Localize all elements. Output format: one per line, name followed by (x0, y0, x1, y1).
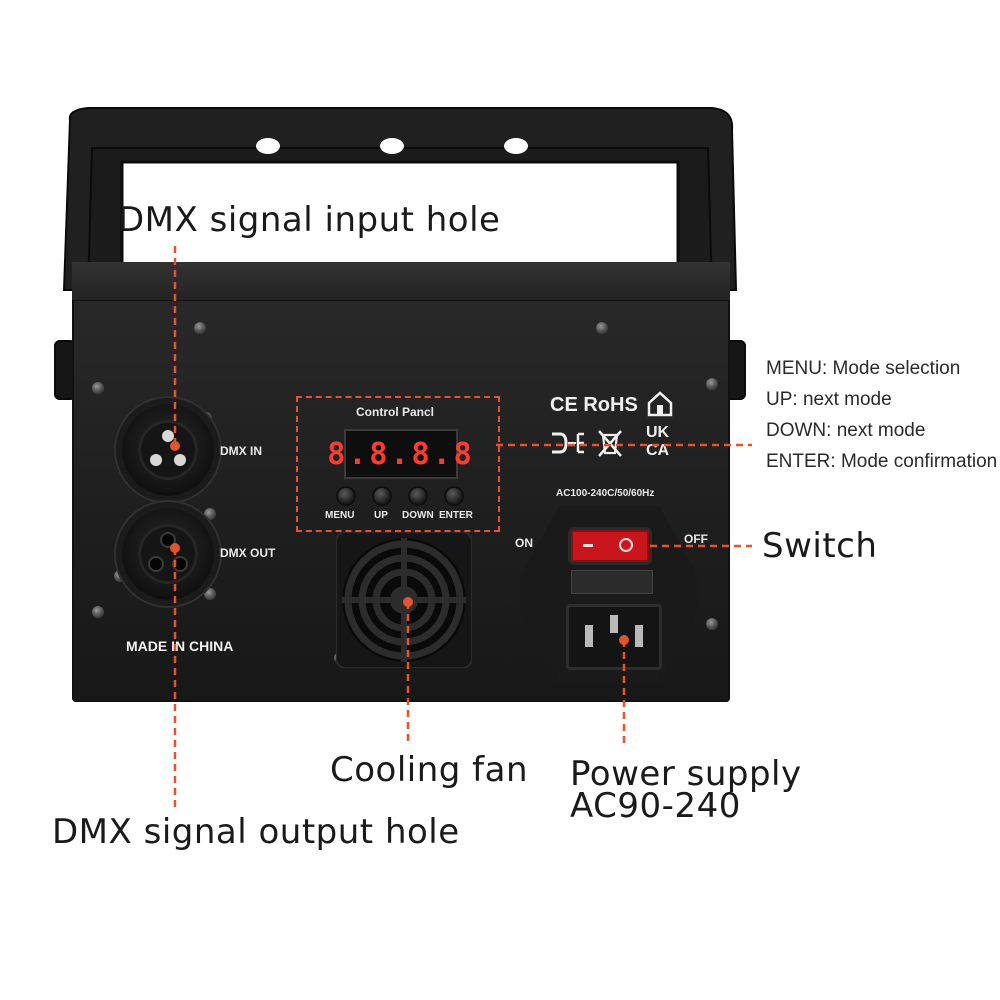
house-icon (647, 391, 673, 417)
down-button[interactable] (410, 488, 426, 504)
side-note-enter: ENTER: Mode confirmation (766, 451, 998, 472)
control-panel-highlight (296, 396, 500, 532)
bracket-hole-middle (380, 138, 404, 154)
power-inlet[interactable] (566, 604, 662, 670)
menu-button[interactable] (338, 488, 354, 504)
screw (92, 606, 104, 618)
xlr-pin (150, 454, 162, 466)
ukca-mark-line2: CA (646, 442, 670, 459)
switch-off-mark (619, 538, 633, 552)
up-button-label: UP (374, 510, 388, 521)
device-top-lip (72, 262, 730, 301)
fuse-holder[interactable] (571, 570, 653, 594)
enter-button[interactable] (446, 488, 462, 504)
switch-callout: Switch (762, 526, 878, 566)
ce-rohs-mark: CE RoHS (550, 394, 638, 416)
screw (204, 588, 216, 600)
screw (194, 322, 206, 334)
leader-dot-fan (403, 597, 413, 607)
xlr-socket-hole (150, 558, 162, 570)
xlr-pin (162, 430, 174, 442)
switch-on-label: ON (515, 536, 533, 550)
leader-dot-dmx-out (170, 543, 180, 553)
xlr-socket-hole (162, 534, 174, 546)
screw (92, 382, 104, 394)
dmx-out-label: DMX OUT (220, 546, 276, 560)
bracket-hole-right (504, 138, 528, 154)
dmx-input-callout: DMX signal input hole (118, 200, 501, 240)
power-rating-label: AC100-240C/50/60Hz (556, 488, 655, 499)
screw (706, 618, 718, 630)
side-note-menu: MENU: Mode selection (766, 358, 961, 379)
screw (706, 378, 718, 390)
power-switch[interactable] (571, 530, 649, 562)
bracket-hole-left (256, 138, 280, 154)
cooling-fan-callout: Cooling fan (330, 750, 529, 790)
screw (204, 508, 216, 520)
dmx-in-connector[interactable] (122, 404, 214, 496)
up-button[interactable] (374, 488, 390, 504)
leader-dot-dmx-in (170, 441, 180, 451)
enter-button-label: ENTER (439, 510, 473, 521)
xlr-pin (174, 454, 186, 466)
dmx-output-callout: DMX signal output hole (52, 812, 460, 852)
bracket-knob-left (54, 340, 76, 400)
menu-button-label: MENU (325, 510, 355, 521)
down-button-label: DOWN (402, 510, 434, 521)
weee-bin-icon (598, 430, 622, 457)
inlet-pin (585, 625, 593, 647)
power-supply-callout-line2: AC90-240 (570, 786, 741, 826)
dmx-in-label: DMX IN (220, 444, 262, 458)
dmx-out-connector[interactable] (122, 508, 214, 600)
inlet-pin (635, 625, 643, 647)
side-note-down: DOWN: next mode (766, 420, 926, 441)
power-supply-callout-line1: Power supply (570, 754, 802, 794)
ukca-mark-line1: UK (646, 424, 670, 441)
switch-on-mark (583, 544, 593, 547)
plug-certification-icon (552, 432, 584, 454)
control-panel-label: Control Pancl (356, 405, 435, 419)
screw (114, 570, 126, 582)
switch-off-label: OFF (684, 532, 708, 546)
side-note-up: UP: next mode (766, 389, 892, 410)
inlet-pin (610, 615, 618, 633)
leader-dot-power (619, 635, 629, 645)
screw (596, 322, 608, 334)
made-in-label: MADE IN CHINA (126, 638, 234, 654)
xlr-socket-hole (174, 558, 186, 570)
mounting-bracket (62, 107, 738, 330)
led-display: 8.8.8.8 (327, 429, 472, 479)
